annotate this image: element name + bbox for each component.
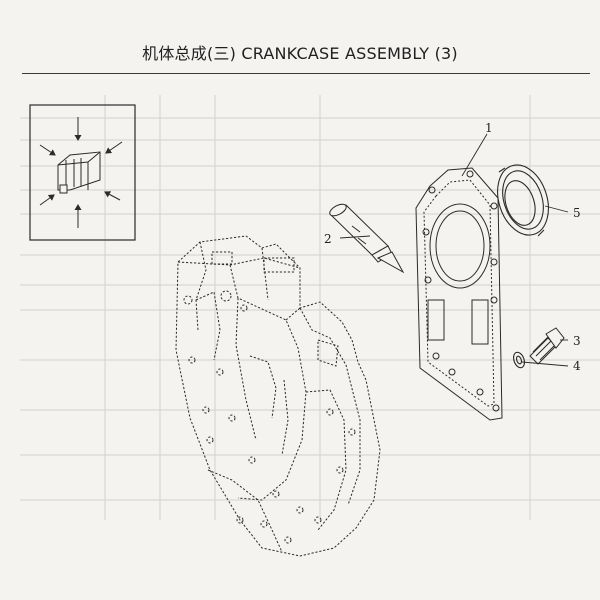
gasket-plate-icon — [415, 167, 503, 421]
callout-2: 2 — [324, 232, 332, 246]
oil-seal-icon — [497, 164, 549, 237]
callout-3: 3 — [573, 334, 581, 348]
washer-icon — [513, 351, 525, 369]
bolt-icon — [529, 327, 565, 365]
sealant-tube-icon — [329, 203, 405, 274]
crankcase-outline-icon — [175, 235, 381, 557]
callout-5: 5 — [573, 206, 581, 220]
leader-lines — [339, 133, 569, 367]
engine-block-view-icon — [29, 104, 136, 241]
callout-4: 4 — [573, 359, 581, 373]
callout-1: 1 — [485, 121, 493, 135]
title-divider — [22, 73, 590, 74]
page-title: 机体总成(三) CRANKCASE ASSEMBLY (3) — [142, 44, 458, 63]
